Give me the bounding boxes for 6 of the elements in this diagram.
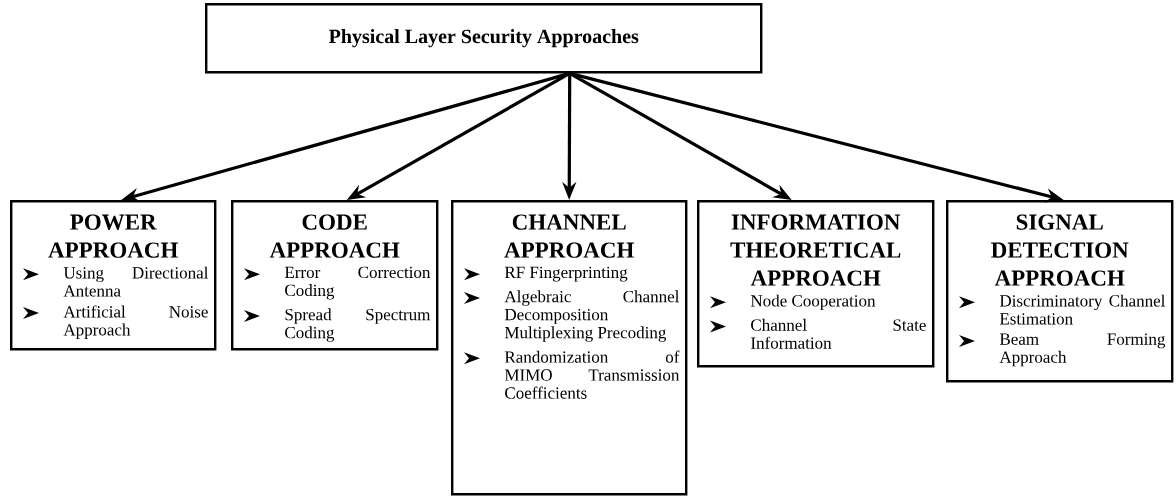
approach-box: SIGNAL DETECTION APPROACH Discriminatory Channel Estimation Beam Forming Approach — [946, 200, 1174, 383]
approach-box: CODE APPROACH Error Correction Coding Spread Spectrum Coding — [231, 200, 439, 351]
approach-box: POWER APPROACH Using Directional Antenna Artificial Noise Approach — [10, 200, 217, 351]
title-box: Physical Layer Security Approaches — [205, 3, 763, 74]
approach-box: CHANNEL APPROACH RF Fingerprinting Algebraic Channel Decomposition Multiplexing Precoding Randomization of MIMO Transmission Coefficients — [451, 200, 688, 496]
approach-box: INFORMATION THEORETICAL APPROACH Node Cooperation Channel State Information — [697, 200, 935, 368]
